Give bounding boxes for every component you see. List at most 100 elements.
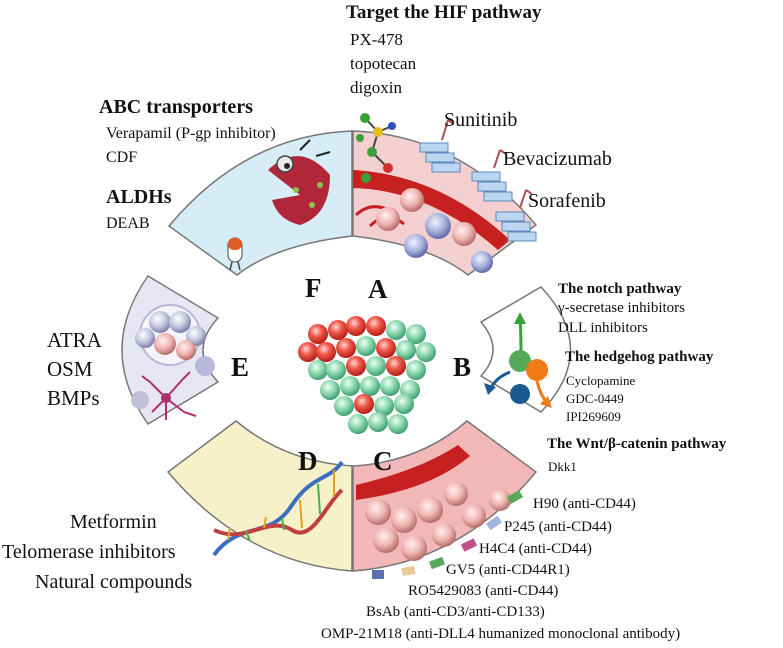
antibody-label: RO5429083 (anti-CD44) (408, 583, 559, 599)
pill-character-icon (227, 237, 243, 271)
cell (404, 234, 428, 258)
cell (400, 188, 424, 212)
panel-d-agent: Telomerase inhibitors (2, 541, 176, 563)
panel-e (121, 274, 220, 426)
green-cell (509, 350, 531, 372)
cancer-cell (316, 342, 336, 362)
stem-cell (340, 376, 360, 396)
cell (186, 326, 206, 346)
cancer-cell (328, 320, 348, 340)
cell (489, 489, 511, 511)
cell (462, 504, 486, 528)
blue-cell (510, 384, 530, 404)
angiogenesis-drug: Bevacizumab (503, 148, 612, 170)
panel-c-letter: C (373, 446, 393, 476)
stem-cell (406, 324, 426, 344)
antibody-label: P245 (anti-CD44) (504, 519, 612, 535)
antibody-icon (471, 149, 513, 202)
cell (417, 497, 443, 523)
stem-cell (348, 414, 368, 434)
wnt-pathway-heading: The Wnt/β-catenin pathway (547, 436, 727, 452)
panel-a-letter: A (368, 274, 388, 304)
panel-d-agent: Natural compounds (35, 571, 193, 593)
stem-cell (308, 360, 328, 380)
antibody-label: BsAb (anti-CD3/anti-CD133) (366, 604, 545, 620)
notch-pathway-heading: The notch pathway (558, 281, 682, 297)
angiogenesis-drug: Sorafenib (528, 190, 606, 212)
cell (432, 523, 456, 547)
angiogenesis-drug: Sunitinib (444, 109, 518, 131)
notch-inhibitor: DLL inhibitors (558, 320, 648, 336)
cell (401, 535, 427, 561)
marker (372, 570, 384, 579)
differentiation-agent: ATRA (47, 328, 102, 352)
panel-b (479, 286, 572, 413)
hif-pathway-heading: Target the HIF pathway (346, 2, 542, 23)
abc-transporters-heading: ABC transporters (99, 96, 253, 118)
cell (444, 482, 468, 506)
hif-drug: PX-478 (350, 30, 403, 49)
marker (485, 515, 503, 531)
cell (365, 499, 391, 525)
cancer-cell (386, 356, 406, 376)
stem-cell (388, 414, 408, 434)
orange-cell (526, 359, 548, 381)
antibody-label: OMP-21M18 (anti-DLL4 humanized monoclona… (321, 626, 681, 642)
hif-drug: topotecan (350, 54, 417, 73)
stem-cell (380, 376, 400, 396)
abc-inhibitor: CDF (106, 149, 138, 166)
efflux-pump-icon (268, 139, 331, 225)
blood-vessel (353, 170, 510, 250)
panel-a (352, 113, 538, 276)
panel-c (352, 420, 538, 579)
stem-cell (368, 412, 388, 432)
cell (131, 391, 149, 409)
cancer-cell (354, 394, 374, 414)
hedgehog-inhibitor: GDC-0449 (566, 391, 624, 406)
dna-helix-icon (212, 460, 344, 557)
stem-cell (326, 360, 346, 380)
panel-e-letter: E (231, 352, 250, 382)
abc-inhibitor: Verapamil (P-gp inhibitor) (106, 125, 276, 142)
cell (169, 311, 191, 333)
stem-cell (406, 360, 426, 380)
cell (425, 213, 451, 239)
hedgehog-pathway-heading: The hedgehog pathway (565, 349, 714, 365)
panel-d (166, 420, 353, 572)
panel-f-letter: F (305, 273, 322, 303)
stem-cell (334, 396, 354, 416)
cell (135, 328, 155, 348)
differentiation-agent: OSM (47, 357, 93, 381)
cell (176, 340, 196, 360)
stem-cell (386, 320, 406, 340)
cell (195, 356, 215, 376)
molecule-icon (356, 113, 396, 183)
cell (452, 222, 476, 246)
marker (460, 538, 478, 552)
antibody-label: GV5 (anti-CD44R1) (446, 562, 570, 578)
panel-b-letter: B (453, 352, 472, 382)
cancer-cell (346, 356, 366, 376)
cell (376, 207, 400, 231)
stem-cell (360, 376, 380, 396)
stem-cell (374, 396, 394, 416)
cancer-cell (366, 316, 386, 336)
cancer-cell (346, 316, 366, 336)
cancer-cell (298, 342, 318, 362)
panel-d-agent: Metformin (70, 511, 157, 533)
marker (506, 490, 524, 504)
marker (429, 556, 445, 570)
stem-cell (366, 356, 386, 376)
hedgehog-inhibitor: IPI269609 (566, 409, 621, 424)
aldh-heading: ALDHs (106, 186, 172, 208)
panel-d-letter: D (298, 446, 318, 476)
stem-cell (320, 380, 340, 400)
stem-cell (356, 336, 376, 356)
stem-cell (416, 342, 436, 362)
antibody-label: H90 (anti-CD44) (533, 496, 636, 512)
cell (154, 333, 176, 355)
neuron-icon (141, 371, 197, 420)
wnt-inhibitor: Dkk1 (548, 459, 577, 474)
